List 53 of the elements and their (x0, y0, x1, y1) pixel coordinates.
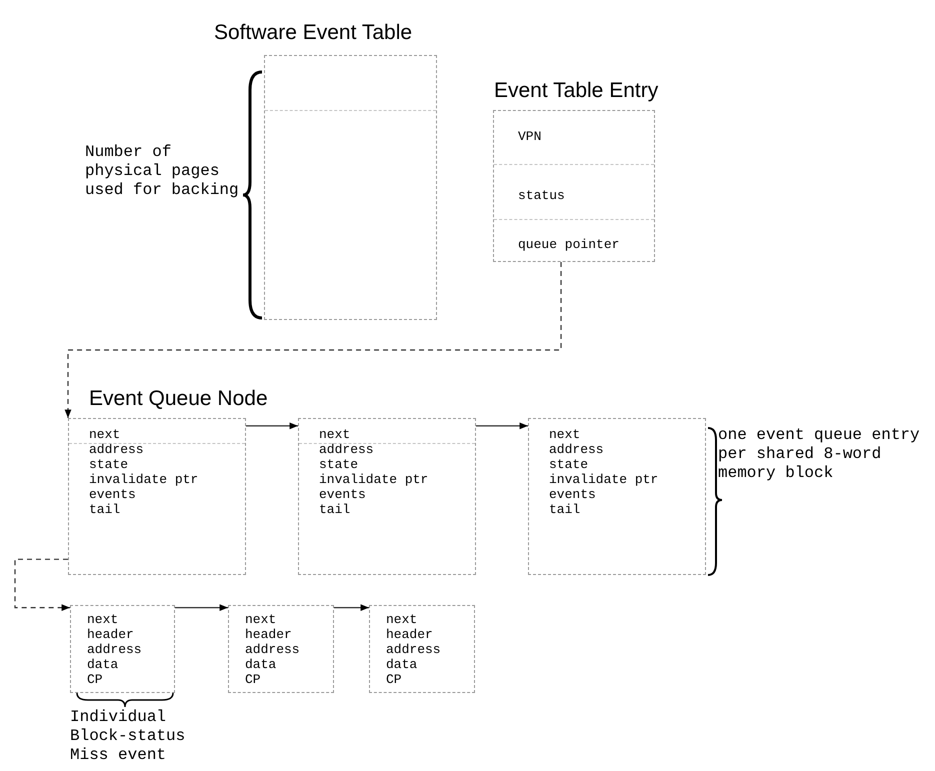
field-label: next (386, 612, 418, 627)
field-label: queue pointer (518, 237, 620, 252)
record-box (70, 605, 175, 693)
field-label: state (89, 457, 130, 472)
arrow (175, 604, 228, 611)
field-label: address (319, 442, 375, 457)
field-label: address (549, 442, 605, 457)
box-heading: Software Event Table (214, 21, 412, 45)
field-label: address (245, 642, 301, 657)
arrow (246, 422, 298, 430)
field-label: status (518, 188, 565, 203)
arrow (14, 558, 70, 611)
field-label: VPN (518, 129, 542, 144)
box-heading: Event Table Entry (494, 79, 658, 103)
field-label: next (87, 612, 120, 627)
field-label: state (549, 457, 590, 472)
arrow (64, 262, 562, 418)
field-label: next (319, 427, 352, 442)
field-label: CP (386, 672, 403, 687)
record-box (528, 418, 706, 575)
field-label: header (87, 627, 135, 642)
record-box (369, 605, 475, 693)
field-label: address (87, 642, 143, 657)
record-box (298, 418, 476, 575)
field-label: next (89, 427, 122, 442)
field-label: invalidate ptr (549, 472, 660, 487)
field-label: tail (319, 502, 352, 517)
field-label: next (245, 612, 278, 627)
field-label: header (386, 627, 434, 642)
field-label: state (319, 457, 360, 472)
field-label: invalidate ptr (89, 472, 200, 487)
field-label: address (386, 642, 442, 657)
field-label: CP (87, 672, 104, 687)
arrow (476, 422, 528, 430)
annotation-text: one event queue entry per shared 8-word memory block (718, 426, 921, 483)
annotation-text: Individual Block-status Miss event (70, 708, 186, 765)
field-label: data (386, 657, 418, 672)
arrow (334, 604, 369, 611)
field-label: address (89, 442, 145, 457)
box-heading: Event Queue Node (89, 387, 268, 411)
field-label: invalidate ptr (319, 472, 430, 487)
field-label: tail (549, 502, 582, 517)
field-label: events (319, 487, 367, 502)
field-label: events (549, 487, 597, 502)
field-label: next (549, 427, 582, 442)
field-label: data (87, 657, 120, 672)
field-label: events (89, 487, 137, 502)
field-label: data (245, 657, 278, 672)
field-label: tail (89, 502, 122, 517)
annotation-text: Number of physical pages used for backing (85, 143, 240, 200)
field-label: header (245, 627, 293, 642)
record-box (228, 605, 334, 693)
field-label: CP (245, 672, 262, 687)
